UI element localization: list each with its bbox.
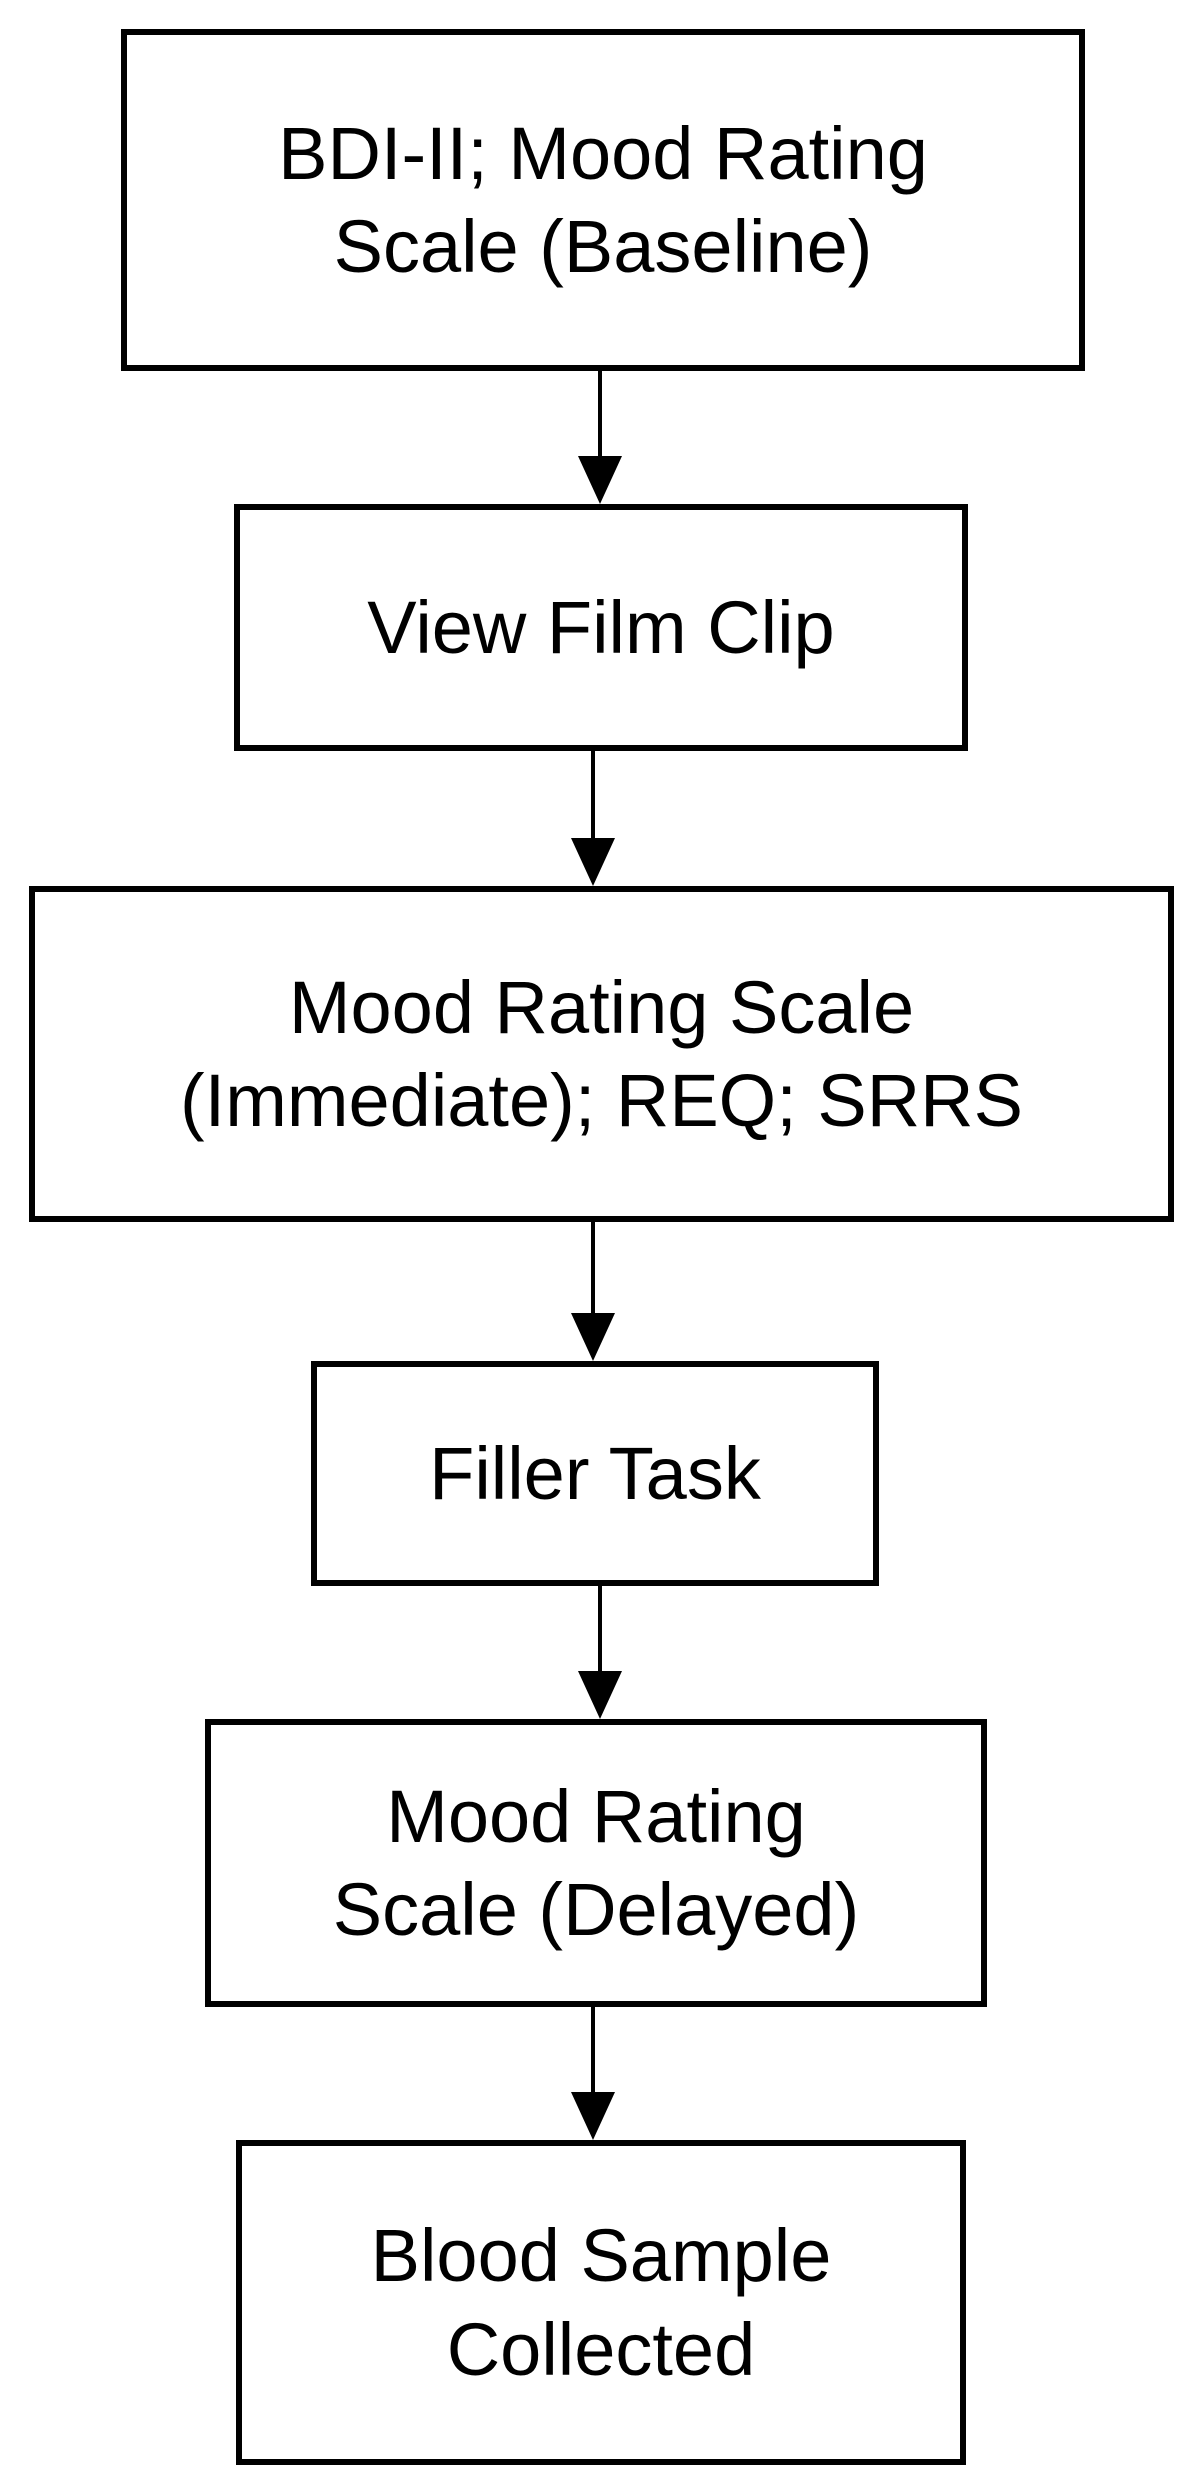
step-label-line: Mood Rating Scale [288, 965, 915, 1049]
step-label: BDI-II; Mood Rating Scale (Baseline) [278, 107, 928, 293]
step-box-blood-sample: Blood Sample Collected [236, 2140, 966, 2465]
arrow-2-to-3 [571, 751, 615, 886]
step-label-line: Scale (Delayed) [332, 1868, 860, 1951]
step-label: Mood Rating Scale (Immediate); REQ; SRRS [180, 961, 1023, 1147]
step-label-line: BDI-II; Mood Rating [278, 111, 928, 195]
step-box-immediate: Mood Rating Scale (Immediate); REQ; SRRS [29, 886, 1174, 1222]
step-label: Blood Sample Collected [371, 2209, 832, 2395]
step-box-filler-task: Filler Task [311, 1361, 879, 1586]
step-label-line: Mood Rating [386, 1774, 806, 1858]
step-label-line: Filler Task [429, 1431, 761, 1515]
arrow-4-to-5 [578, 1586, 622, 1719]
step-label: View Film Clip [367, 581, 834, 674]
step-label: Mood Rating Scale (Delayed) [333, 1770, 859, 1956]
arrow-1-to-2 [578, 371, 622, 504]
step-box-view-film-clip: View Film Clip [234, 504, 968, 751]
step-label-line: (Immediate); REQ; SRRS [180, 1059, 1023, 1142]
arrow-3-to-4 [571, 1222, 615, 1361]
step-label-line: View Film Clip [367, 585, 835, 669]
step-label: Filler Task [429, 1427, 761, 1520]
step-label-line: Collected [446, 2307, 756, 2391]
step-box-delayed: Mood Rating Scale (Delayed) [205, 1719, 987, 2007]
step-box-baseline: BDI-II; Mood Rating Scale (Baseline) [121, 29, 1085, 371]
step-label-line: Scale (Baseline) [333, 205, 873, 288]
step-label-line: Blood Sample [370, 2214, 832, 2298]
arrow-5-to-6 [571, 2007, 615, 2140]
